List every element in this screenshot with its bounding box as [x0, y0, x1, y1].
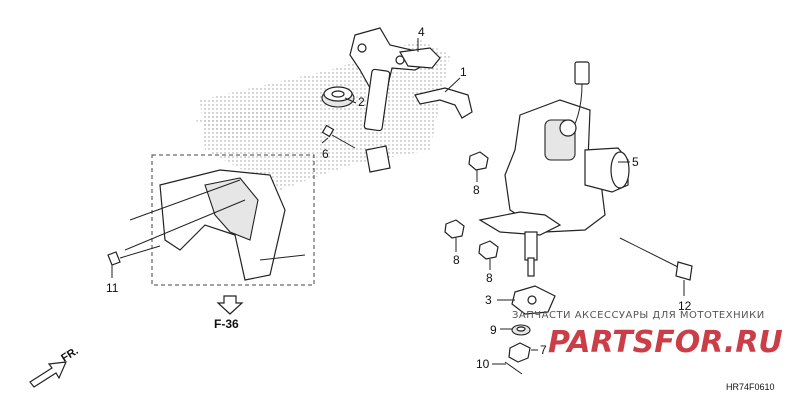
- bolt-part-6: [321, 124, 356, 149]
- clamp-part: [414, 87, 473, 119]
- part-label-11: 11: [106, 281, 119, 295]
- leader-lines: [111, 38, 685, 365]
- part-label-7: 7: [540, 343, 547, 357]
- arm-part-3: [511, 285, 556, 315]
- nuts-part-8: [444, 151, 499, 260]
- steering-shaft-assembly: [349, 27, 431, 173]
- watermark: ЗАПЧАСТИ АКСЕССУАРЫ ДЛЯ МОТОТЕХНИКИ PART…: [512, 310, 783, 360]
- direction-arrow-icon: [29, 361, 67, 388]
- part-label-4: 4: [418, 25, 425, 39]
- part-label-10: 10: [476, 357, 490, 371]
- part-label-3: 3: [485, 293, 492, 307]
- reference-label: F-36: [214, 317, 239, 331]
- watermark-logo: PARTSFOR.RU: [548, 325, 783, 360]
- front-direction-indicator: FR.: [29, 345, 81, 388]
- bolt-part-11: [107, 245, 161, 266]
- watermark-text: ЗАПЧАСТИ АКСЕССУАРЫ ДЛЯ МОТОТЕХНИКИ: [512, 310, 765, 321]
- part-label-6: 6: [322, 147, 329, 161]
- diagram-code: HR74F0610: [726, 382, 775, 392]
- frame-section: [124, 154, 315, 286]
- part-label-2: 2: [358, 95, 365, 109]
- washer-nut-pin: [504, 324, 531, 375]
- reference-arrow: F-36: [214, 295, 244, 331]
- part-number-labels: 1 2 3 4 5 6 7 8 8 8 9 10 11 12: [106, 25, 692, 371]
- part-label-5: 5: [632, 155, 639, 169]
- part-label-12: 12: [678, 299, 692, 313]
- part-label-8a: 8: [473, 183, 480, 197]
- part-label-9: 9: [490, 323, 497, 337]
- part-label-8c: 8: [486, 271, 493, 285]
- output-shaft: [524, 231, 538, 277]
- eps-motor-unit: [478, 61, 630, 236]
- direction-label: FR.: [59, 345, 80, 365]
- long-bolt-part-12: [619, 237, 693, 281]
- bracket-part: [399, 47, 441, 69]
- part-label-8b: 8: [453, 253, 460, 267]
- part-label-1: 1: [460, 65, 467, 79]
- bushing-part: [321, 86, 355, 108]
